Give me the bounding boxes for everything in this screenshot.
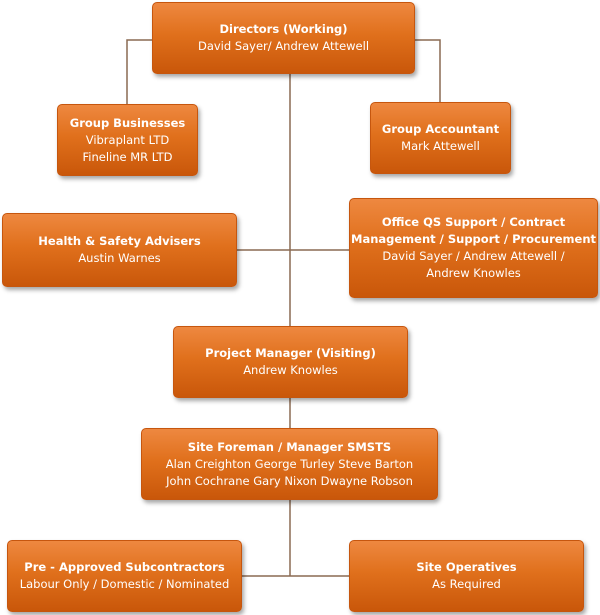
box-project-manager-line-1: Andrew Knowles: [243, 363, 338, 377]
box-group-businesses: Group Businesses Vibraplant LTD Fineline…: [57, 104, 198, 176]
box-subcontractors-title: Pre - Approved Subcontractors: [24, 560, 225, 574]
box-health-safety-line-1: Austin Warnes: [78, 251, 161, 265]
box-group-accountant-line-1: Mark Attewell: [401, 139, 480, 153]
box-site-foreman-line-2: John Cochrane Gary Nixon Dwayne Robson: [166, 473, 413, 488]
box-office-qs-title-1: Office QS Support / Contract: [381, 215, 566, 229]
box-site-operatives-line-1: As Required: [432, 577, 501, 591]
box-subcontractors-line-1: Labour Only / Domestic / Nominated: [19, 577, 230, 591]
box-health-safety: Health & Safety Advisers Austin Warnes: [2, 213, 237, 287]
box-site-operatives-title: Site Operatives: [416, 560, 517, 574]
box-group-accountant-title: Group Accountant: [381, 122, 500, 136]
box-directors: Directors (Working) David Sayer/ Andrew …: [152, 2, 415, 74]
box-group-accountant: Group Accountant Mark Attewell: [370, 102, 511, 174]
box-project-manager-title: Project Manager (Visiting): [205, 346, 376, 360]
box-health-safety-title: Health & Safety Advisers: [38, 234, 201, 248]
box-site-operatives: Site Operatives As Required: [349, 540, 584, 612]
box-office-qs-line-1: David Sayer / Andrew Attewell /: [382, 249, 565, 263]
box-group-businesses-line-2: Fineline MR LTD: [82, 149, 173, 164]
box-site-foreman: Site Foreman / Manager SMSTS Alan Creigh…: [141, 428, 438, 500]
box-office-qs: Office QS Support / Contract Management …: [349, 198, 598, 298]
box-group-businesses-line-1: Vibraplant LTD: [85, 132, 170, 147]
box-project-manager: Project Manager (Visiting) Andrew Knowle…: [173, 326, 408, 398]
box-office-qs-line-2: Andrew Knowles: [426, 266, 521, 280]
connector-directors-groupbiz: [126, 39, 152, 104]
box-office-qs-title-2: Management / Support / Procurement: [351, 232, 597, 246]
box-group-businesses-title: Group Businesses: [69, 115, 186, 130]
box-directors-line-1: David Sayer/ Andrew Attewell: [197, 39, 370, 53]
box-site-foreman-title: Site Foreman / Manager SMSTS: [187, 439, 392, 454]
box-subcontractors: Pre - Approved Subcontractors Labour Onl…: [7, 540, 242, 612]
box-site-foreman-line-1: Alan Creighton George Turley Steve Barto…: [165, 456, 414, 471]
connector-directors-accountant: [415, 39, 441, 102]
box-directors-title: Directors (Working): [219, 22, 348, 36]
